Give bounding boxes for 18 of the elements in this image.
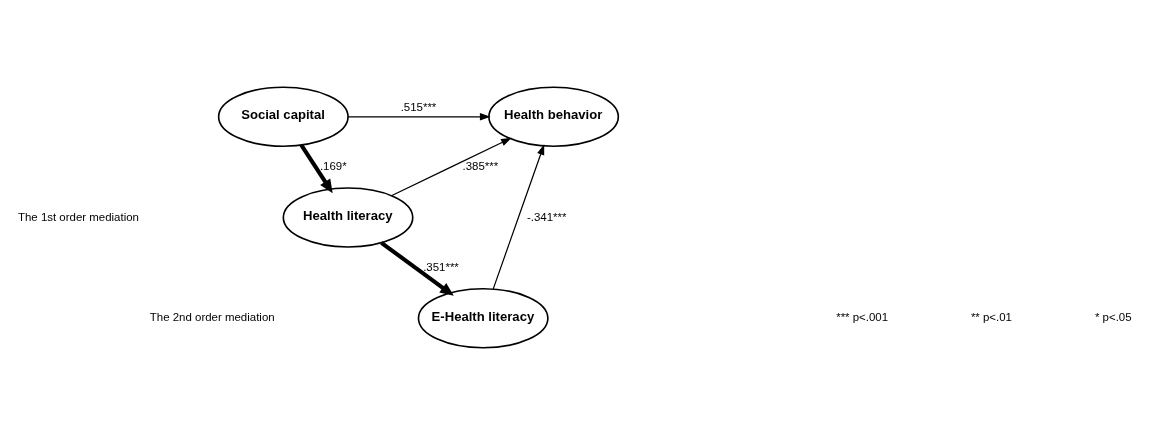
edge-label: .351*** [423,260,459,273]
node-ellipse: Health literacy [282,187,414,248]
edge-label: -.341*** [526,210,567,223]
label: The 1st order mediation [17,210,139,223]
arrow [391,137,512,197]
edge-label: .169* [319,160,347,173]
label: *** p<.001 [836,311,889,324]
node-ellipse: Social capital [217,86,349,148]
label: The 2nd order mediation [149,311,275,324]
arrow [380,241,454,296]
node-ellipse: E-Health literacy [417,287,549,349]
edge-label: .385*** [462,160,499,173]
arrow [347,113,491,121]
label: ** p<.01 [970,311,1012,324]
label: * p<.05 [1094,311,1132,324]
edge-label: .515*** [400,101,437,114]
arrow [492,144,545,290]
arrow [299,144,333,194]
